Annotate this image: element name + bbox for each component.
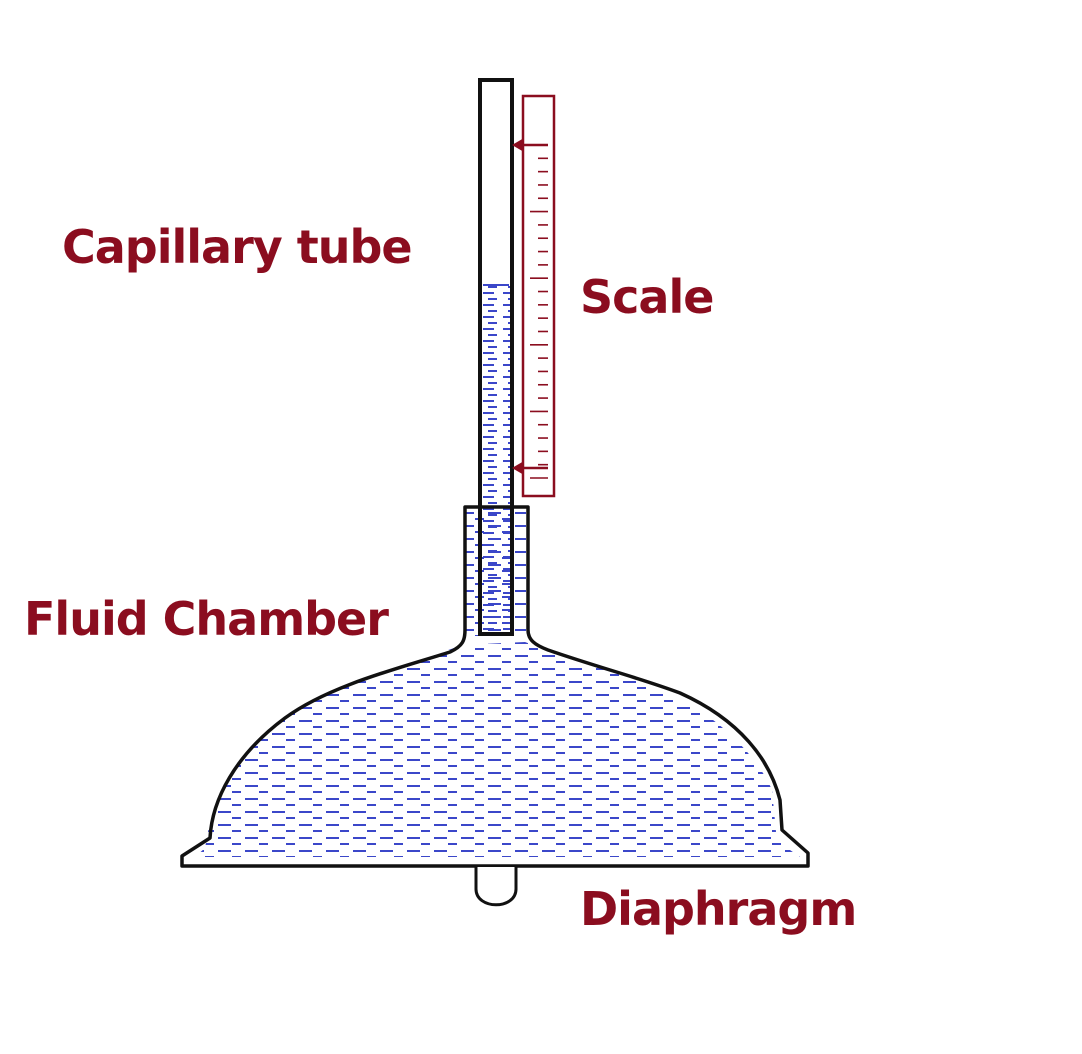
diaphragm-label: Diaphragm [580, 882, 857, 936]
scale [512, 94, 556, 498]
capillary-tube-label: Capillary tube [62, 220, 413, 274]
scale-label: Scale [580, 270, 714, 324]
fluid-chamber-outline [180, 505, 810, 868]
chamber-fluid [195, 642, 800, 857]
fluid-chamber-label: Fluid Chamber [24, 592, 389, 646]
scale-lower-arrow [512, 461, 548, 475]
capillary-tube [478, 78, 514, 636]
tube-fluid [482, 284, 510, 634]
diaphragm-nub [474, 867, 518, 907]
scale-ticks [530, 144, 548, 479]
scale-upper-arrow [512, 138, 548, 152]
scale-frame [521, 94, 556, 498]
